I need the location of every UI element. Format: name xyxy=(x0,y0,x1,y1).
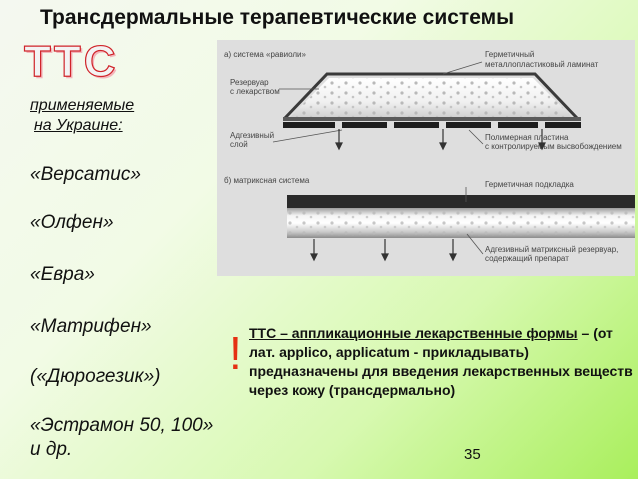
drug-durogesic: («Дюрогезик») xyxy=(30,366,161,387)
drug-matrifen: «Матрифен» xyxy=(30,316,152,337)
drug-estramon-line1: «Эстрамон 50, 100» xyxy=(30,415,214,436)
label-a-title: а) система «равиоли» xyxy=(224,50,306,59)
a-pointer-lines xyxy=(272,61,484,145)
ravioli-reservoir-dots xyxy=(289,78,573,118)
drug-estramon-line2: и др. xyxy=(30,439,73,460)
drug-estramon: «Эстрамон 50, 100» и др. xyxy=(30,414,213,462)
label-a-reservoir-2: с лекарством xyxy=(230,87,280,96)
used-line-2: на Украине: xyxy=(34,117,123,134)
matrix-backing xyxy=(287,195,635,208)
drug-olfen: «Олфен» xyxy=(30,212,114,233)
definition-term: ТТС – аппликационные лекарственные формы xyxy=(249,325,578,341)
label-a-laminate-2: металлопластиковый ламинат xyxy=(485,60,599,69)
label-b-title: б) матриксная система xyxy=(224,176,310,185)
label-a-polymer-1: Полимерная пластина xyxy=(485,133,569,142)
matrix-reservoir-dots xyxy=(287,210,635,236)
drug-evra: «Евра» xyxy=(30,264,95,285)
label-a-adhesive-2: слой xyxy=(230,140,248,149)
page-number: 35 xyxy=(464,446,481,463)
b-pointer-lines xyxy=(465,187,484,255)
used-line-1: применяемые xyxy=(30,97,135,114)
definition-text: ТТС – аппликационные лекарственные формы… xyxy=(249,324,633,400)
label-a-adhesive-1: Адгезивный xyxy=(230,131,274,140)
slide-title: Трансдермальные терапевтические системы xyxy=(40,6,515,29)
definition-rest: – (от лат. applico, applicatum - приклад… xyxy=(249,325,633,398)
ttc-logo: ТТС xyxy=(23,37,119,86)
b-release-arrows xyxy=(310,239,457,262)
used-in-ukraine-label: применяемые на Украине: xyxy=(30,96,134,136)
label-a-polymer-2: с контролируемым высвобождением xyxy=(485,142,622,151)
label-a-reservoir-1: Резервуар xyxy=(230,78,269,87)
drug-versatis: «Версатис» xyxy=(30,164,141,185)
label-b-matrix-1: Адгезивный матриксный резервуар, xyxy=(485,245,618,254)
label-b-backing: Герметичная подкладка xyxy=(485,180,574,189)
a-release-arrows xyxy=(335,129,546,151)
label-a-laminate-1: Герметичный xyxy=(485,50,534,59)
exclamation-mark: ! xyxy=(229,327,242,379)
adhesive-segments xyxy=(283,122,581,128)
polymer-plate xyxy=(283,117,581,121)
label-b-matrix-2: содержащий препарат xyxy=(485,254,569,263)
ravioli-laminate xyxy=(283,72,579,120)
tts-diagram: а) система «равиоли» Резервуар с лекарст… xyxy=(217,40,635,276)
